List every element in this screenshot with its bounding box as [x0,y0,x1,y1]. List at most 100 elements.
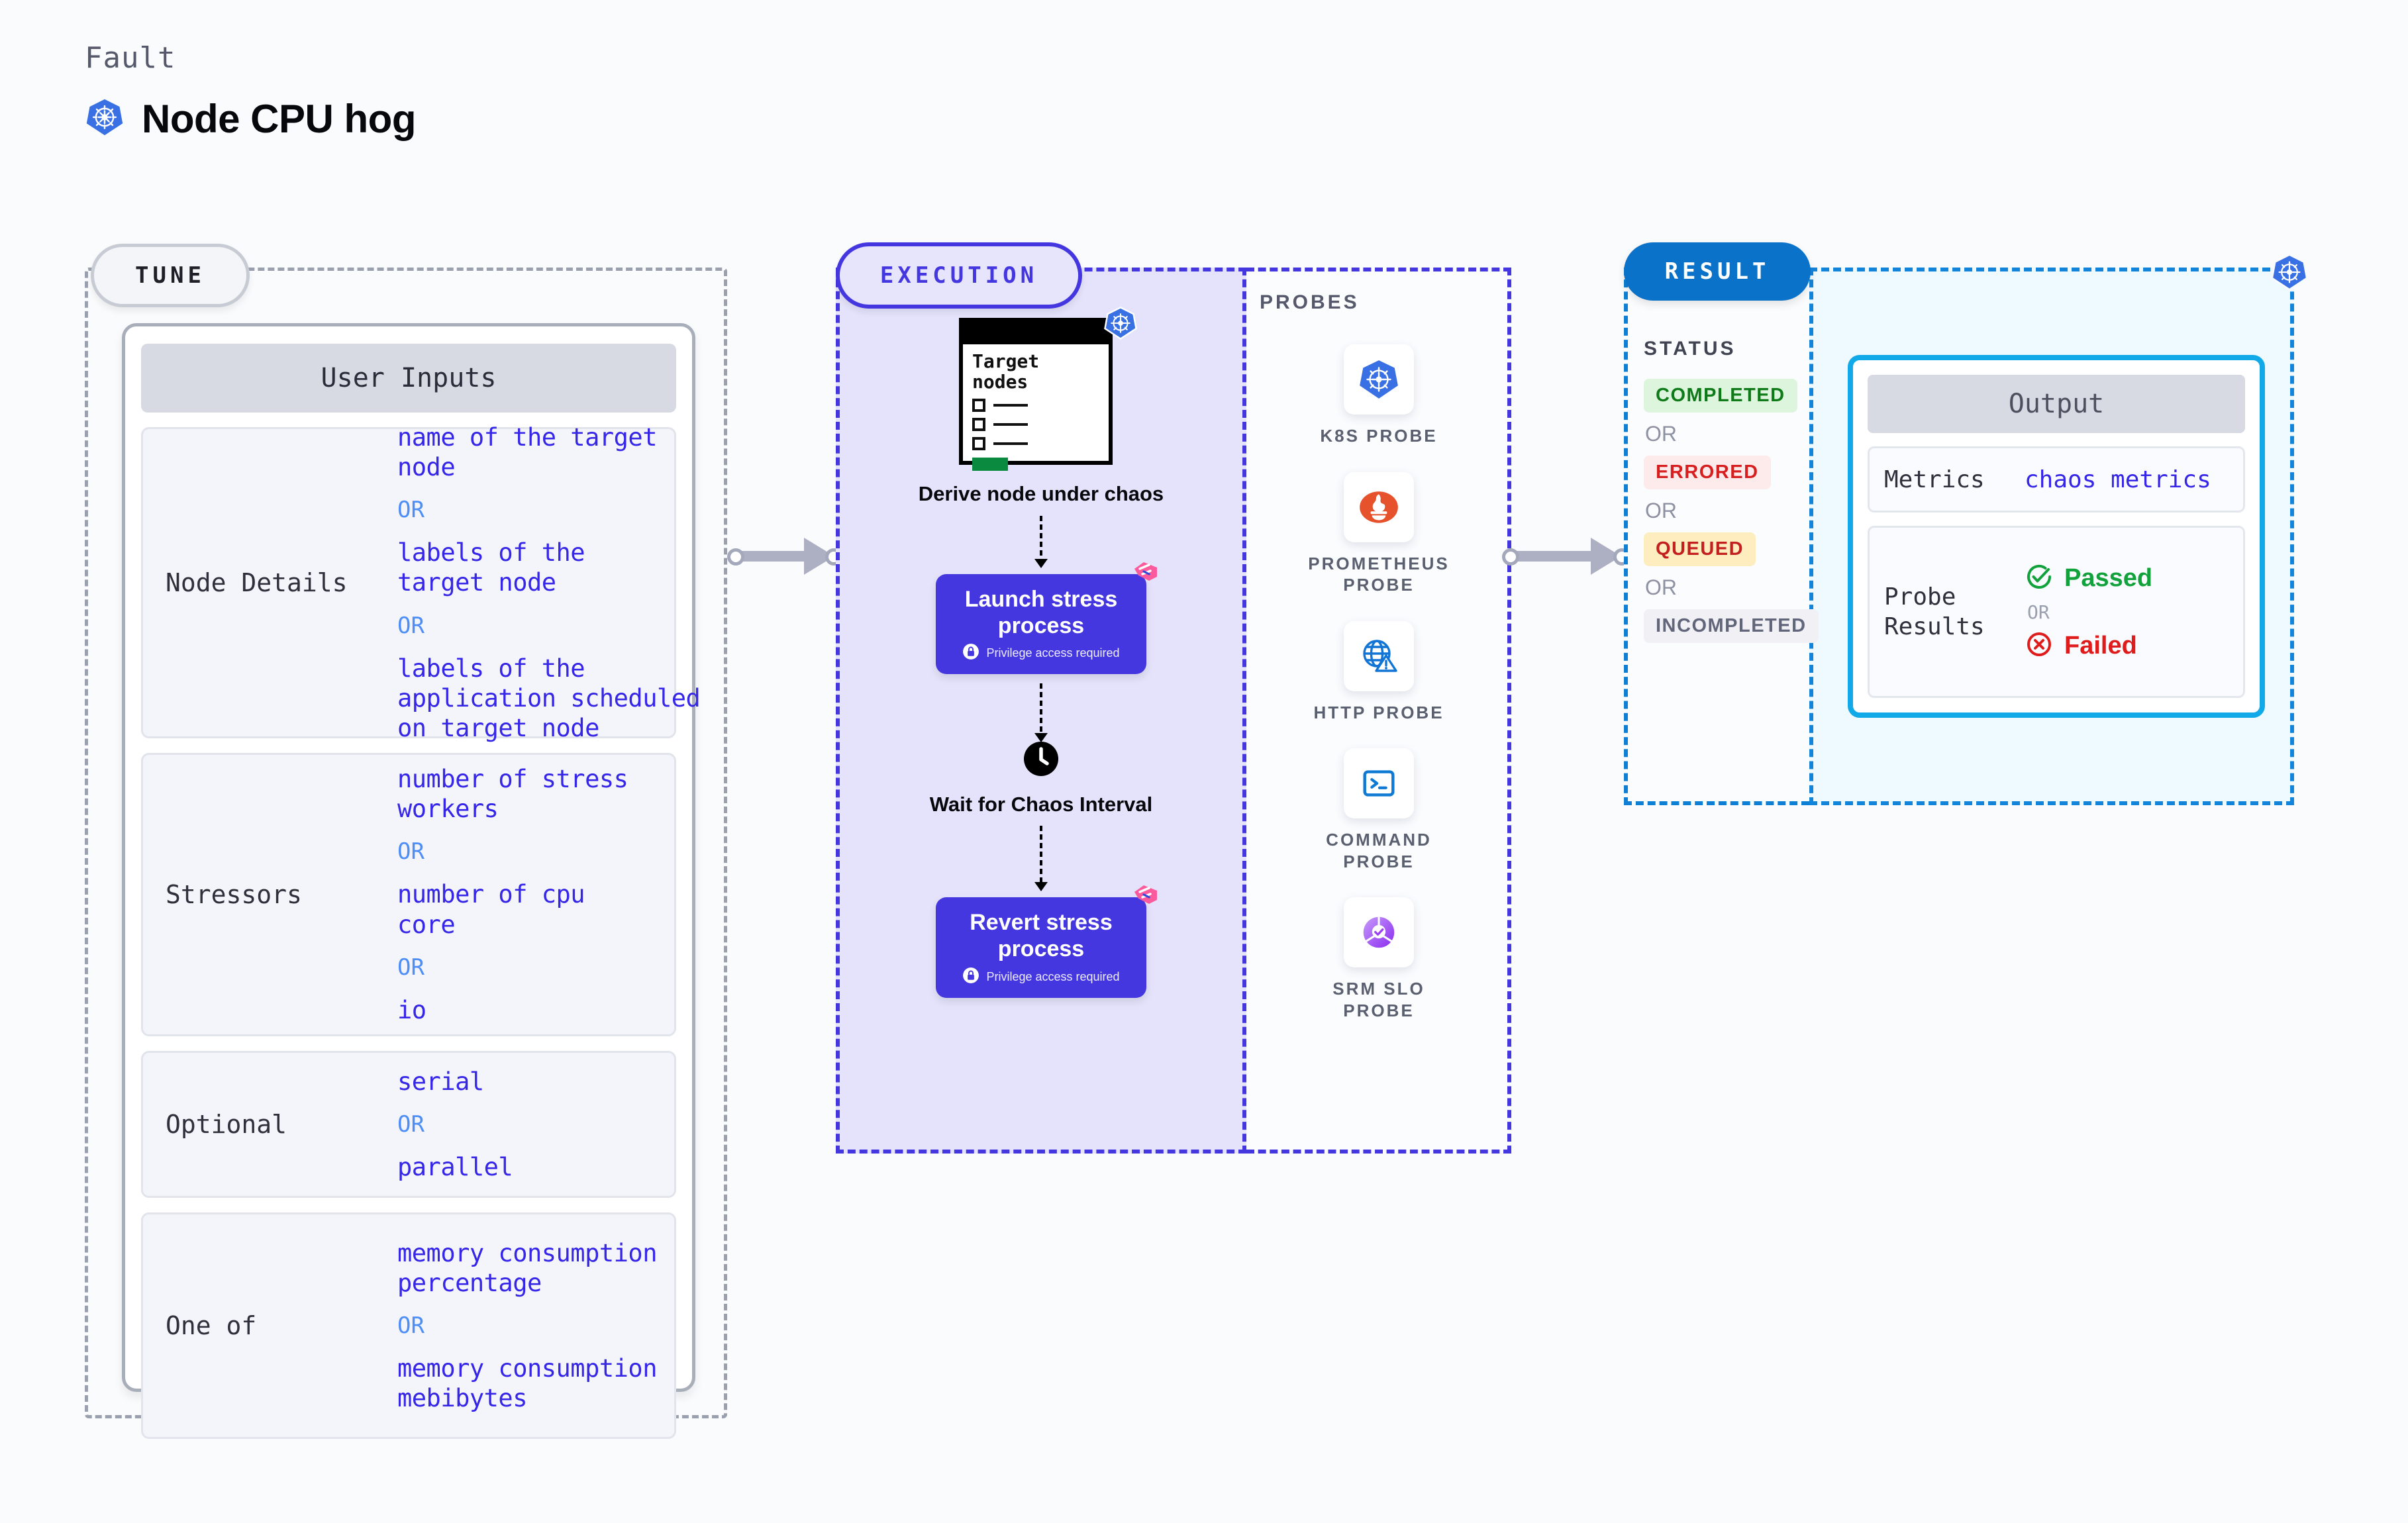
step-label-wait-for-chaos-interval: Wait for Chaos Interval [929,792,1153,816]
or-separator: OR [397,1111,425,1138]
probe-item-k8s[interactable]: K8S PROBE [1320,344,1437,447]
output-row-label: Probe Results [1884,583,1985,640]
clock-icon [1023,740,1060,781]
terminal-prompt-icon [1344,748,1414,818]
probe-result-label: Failed [2064,631,2137,660]
output-row-value: chaos metrics [2025,466,2211,493]
probe-item-prometheus[interactable]: PROMETHEUS PROBE [1296,471,1462,596]
http-globe-warning-icon [1343,620,1414,691]
execution-flow: Target nodes [836,307,1246,998]
kubernetes-icon [2270,253,2309,295]
step-revert-stress-process[interactable]: Revert stress process Privilege access r… [936,885,1157,998]
status-badge-queued: QUEUED [1644,532,1756,566]
user-inputs-card: User Inputs Node Details name of the tar… [122,323,701,1439]
input-value: io [397,995,426,1024]
output-row-metrics: Metrics chaos metrics [1868,446,2245,513]
harness-chaos-ribbon-icon [1129,561,1158,593]
input-value: serial [397,1067,484,1096]
probe-item-command[interactable]: COMMAND PROBE [1296,748,1462,872]
input-row-values: serial OR parallel [397,1067,513,1182]
execution-section-pill: EXECUTION [836,242,1082,309]
harness-chaos-ribbon-icon [1129,884,1158,916]
probe-label: COMMAND PROBE [1326,830,1432,871]
lock-icon [962,643,979,663]
progress-bar [972,457,1008,471]
input-row-label: Optional [166,1110,287,1139]
or-separator: OR [1645,575,1677,599]
or-separator: OR [397,612,425,639]
step-launch-stress-process[interactable]: Launch stress process Privilege access r… [936,562,1157,674]
or-separator: OR [397,954,425,981]
flow-arrow [1034,683,1048,742]
input-value: name of the target node [397,423,657,482]
lock-icon [962,967,979,987]
target-nodes-window-icon: Target nodes [959,307,1137,471]
input-row-label: Stressors [166,880,302,909]
prometheus-icon [1344,471,1414,542]
input-row-label: Node Details [166,568,348,597]
or-separator: OR [397,838,425,865]
probes-section-label: PROBES [1260,291,1360,313]
probes-section-boundary [1246,268,1511,1154]
fault-kicker: Fault [85,41,176,75]
probe-label: PROMETHEUS PROBE [1308,553,1450,595]
or-separator: OR [397,1312,425,1339]
kubernetes-icon [85,97,125,140]
step-label-derive-node: Derive node under chaos [918,482,1164,505]
input-value: memory consumption mebibytes [397,1354,657,1413]
probe-label: HTTP PROBE [1313,702,1444,722]
input-value: parallel [397,1153,513,1181]
or-separator: OR [1645,499,1677,522]
input-value: labels of the application scheduled on t… [397,654,701,742]
output-row-label: Metrics [1884,466,1985,493]
status-badge-incompleted: INCOMPLETED [1644,609,1819,643]
or-separator: OR [2027,601,2050,623]
probe-result-values: Passed OR Failed [2025,562,2152,662]
status-list: COMPLETED OR ERRORED OR QUEUED OR INCOMP… [1644,379,1819,643]
x-circle-icon [2025,630,2054,662]
probe-result-passed: Passed [2025,562,2152,595]
input-row-one-of: One of memory consumption percentage OR … [141,1212,676,1439]
check-circle-icon [2025,562,2054,595]
probe-label: K8S PROBE [1320,426,1438,446]
kubernetes-icon [1103,306,1138,344]
checkbox-icon [972,398,985,412]
tune-section-pill: TUNE [91,244,250,307]
checkbox-icon [972,417,985,431]
probe-item-srm-slo[interactable]: SRM SLO PROBE [1296,897,1462,1021]
page-title: Node CPU hog [142,97,416,141]
input-value: number of cpu core [397,880,585,939]
status-badge-completed: COMPLETED [1644,379,1797,413]
kubernetes-icon [1343,344,1414,415]
or-separator: OR [397,497,425,524]
input-row-values: number of stress workers OR number of cp… [397,764,676,1025]
probe-item-http[interactable]: HTTP PROBE [1313,620,1444,724]
input-row-stressors: Stressors number of stress workers OR nu… [141,753,676,1036]
connector-execution-to-result [1502,536,1634,576]
input-row-optional: Optional serial OR parallel [141,1051,676,1198]
input-row-values: name of the target node OR labels of the… [397,422,742,743]
page-header: Fault [85,41,416,142]
or-separator: OR [1645,422,1677,446]
step-note: Privilege access required [986,646,1120,660]
input-row-label: One of [166,1311,257,1340]
probe-label: SRM SLO PROBE [1332,979,1425,1020]
output-header: Output [1868,375,2245,433]
probe-result-failed: Failed [2025,630,2152,662]
target-nodes-heading: Target nodes [972,350,1040,393]
srm-slo-donut-check-icon [1344,897,1414,967]
flow-arrow [1034,826,1048,892]
result-section-pill: RESULT [1624,242,1811,301]
step-title: Launch stress process [964,586,1118,638]
output-card: Output Metrics chaos metrics Probe Resul… [1848,355,2265,718]
output-row-probe-results: Probe Results Passed OR [1868,526,2245,698]
flow-arrow [1034,515,1048,568]
status-badge-errored: ERRORED [1644,456,1771,489]
probe-result-label: Passed [2064,564,2153,592]
status-section-label: STATUS [1644,338,1736,360]
input-row-values: memory consumption percentage OR memory … [397,1238,676,1414]
input-row-node-details: Node Details name of the target node OR … [141,423,701,742]
input-value: memory consumption percentage [397,1238,657,1297]
connector-tune-to-execution [727,536,846,576]
step-title: Revert stress process [970,910,1113,962]
